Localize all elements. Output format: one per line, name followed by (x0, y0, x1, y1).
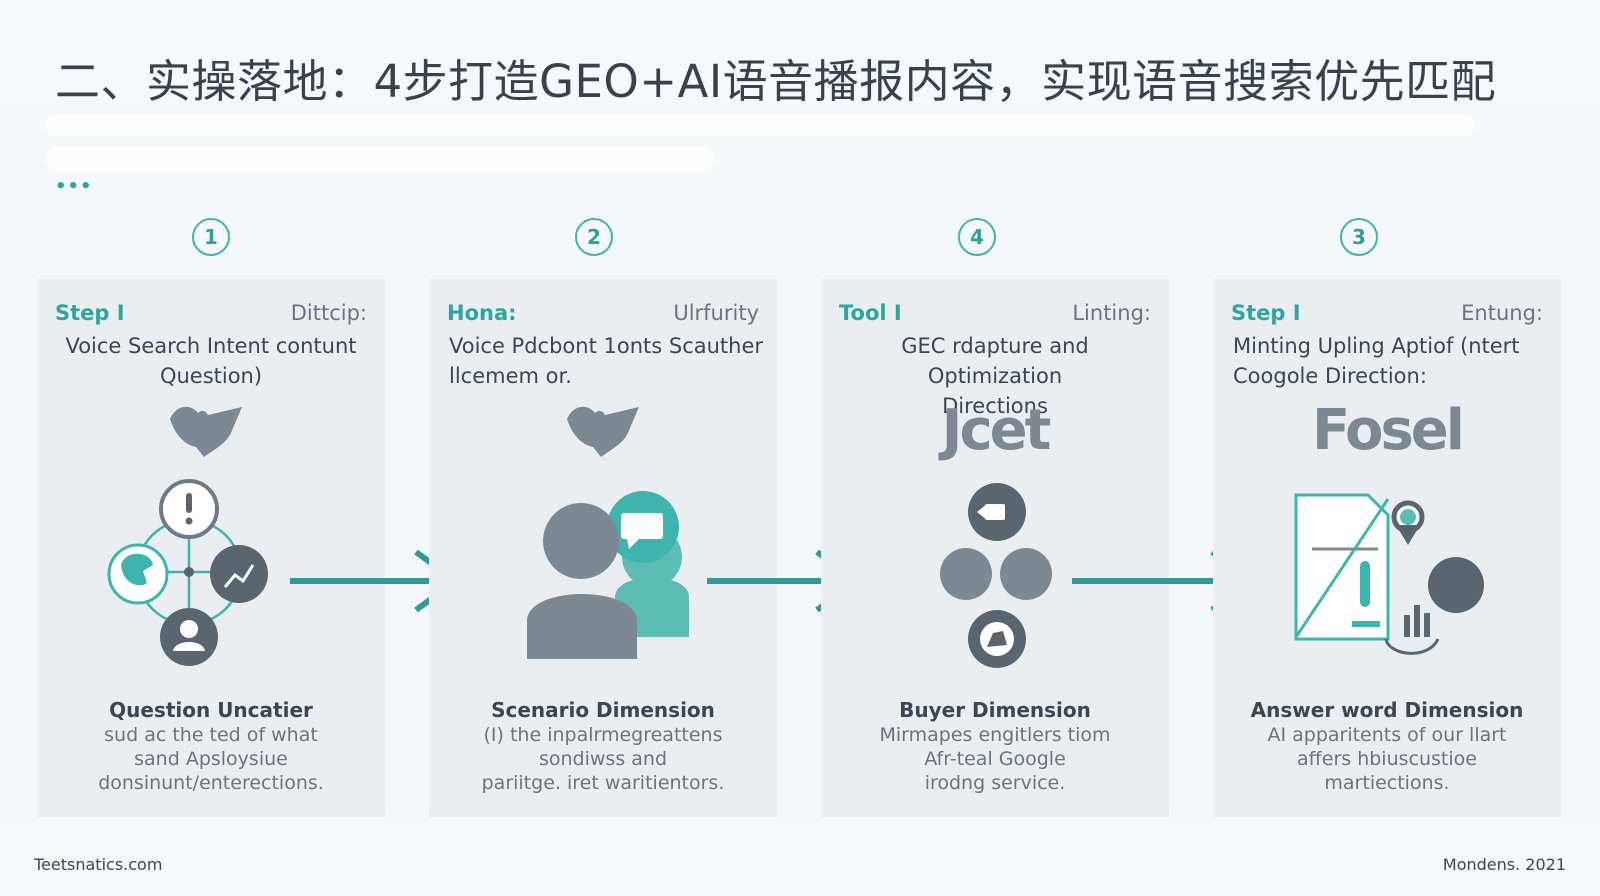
card-tag: Hona: (447, 301, 517, 325)
card-title-line: Question) (159, 364, 263, 388)
subtitle-placeholder-1 (45, 114, 1475, 136)
ellipsis: ••• (55, 176, 93, 197)
card-foot-line: irodng service. (924, 772, 1066, 794)
card-title-line: Voice Pdcbont 1onts Scauther (449, 334, 764, 358)
footer-date: Mondens. 2021 (1442, 855, 1566, 874)
card-foot-line: Mirmapes engitlers tiom (879, 724, 1111, 746)
card-meta: Linting: (1072, 301, 1151, 325)
card-meta: Entung: (1461, 301, 1543, 325)
step-card-3: Tool I Linting: GEC rdapture and Optimiz… (821, 279, 1169, 817)
step-card-2: Hona: Ulrfurity Voice Pdcbont 1onts Scau… (429, 279, 777, 817)
subtitle-placeholder-2 (45, 146, 715, 172)
page-title: 二、实操落地：4步打造GEO+AI语音播报内容，实现语音搜索优先匹配 (55, 55, 1497, 108)
card-title-line: Voice Search Intent contunt (65, 334, 357, 358)
card-tag: Tool I (839, 301, 902, 325)
step-number-2: 2 (575, 218, 613, 256)
brand-logo: Jcet (941, 398, 1052, 463)
step-number-4: 3 (1340, 218, 1378, 256)
card-meta: Dittcip: (290, 301, 367, 325)
card-title-line: GEC rdapture and Optimization (901, 334, 1089, 388)
card-foot-line: (I) the inpalrmegreattens (483, 724, 723, 746)
bird-icon (170, 406, 242, 457)
card-foot-line: Afr-teal Google (924, 748, 1066, 770)
card-foot-line: sand Apsloysiue (134, 748, 288, 770)
card-foot-line: martiections. (1324, 772, 1450, 794)
card-meta: Ulrfurity (673, 301, 759, 325)
buyer-circles-illustration (940, 483, 1052, 668)
card-title: Voice Pdcbont 1onts Scauther llcemem or. (449, 331, 767, 391)
card-tag: Step I (1231, 301, 1301, 325)
card-title-line: Directions (942, 394, 1048, 418)
card-foot-line: donsinunt/enterections. (98, 772, 324, 794)
chat-users-illustration (527, 491, 689, 659)
card-foot-title: Question Uncatier (109, 698, 313, 722)
card-foot-line: affers hbiuscustioe (1297, 748, 1477, 770)
card-foot-line: AI apparitents of our llart (1267, 724, 1507, 746)
card-foot-line: sondiwss and (538, 748, 668, 770)
card-title-line: Coogole Direction: (1233, 364, 1427, 388)
card-title-line: llcemem or. (449, 364, 572, 388)
answer-document-illustration (1294, 493, 1484, 655)
step-card-4: Step I Entung: Minting Upling Aptiof (nt… (1213, 279, 1561, 817)
card-foot-title: Scenario Dimension (491, 698, 715, 722)
bird-icon (567, 406, 639, 457)
card-foot-line: pariitge. iret waritientors. (481, 772, 725, 794)
card-foot-line: sud ac the ted of what (104, 724, 318, 746)
brand-logo: Fosel (1312, 398, 1465, 463)
card-foot-title: Buyer Dimension (899, 698, 1091, 722)
question-network-illustration (107, 479, 268, 666)
step-number-3: 4 (958, 218, 996, 256)
card-tag: Step I (55, 301, 125, 325)
card-title-line: Minting Upling Aptiof (ntert (1233, 334, 1520, 358)
footer-source: Teetsnatics.com (34, 855, 163, 874)
step-number-1: 1 (192, 218, 230, 256)
step-card-1: Step I Dittcip: Voice Search Intent cont… (37, 279, 385, 817)
card-title: GEC rdapture and Optimization Directions (831, 331, 1159, 421)
card-foot-title: Answer word Dimension (1250, 698, 1524, 722)
card-title: Voice Search Intent contunt Question) (47, 331, 375, 391)
card-title: Minting Upling Aptiof (ntert Coogole Dir… (1233, 331, 1551, 391)
